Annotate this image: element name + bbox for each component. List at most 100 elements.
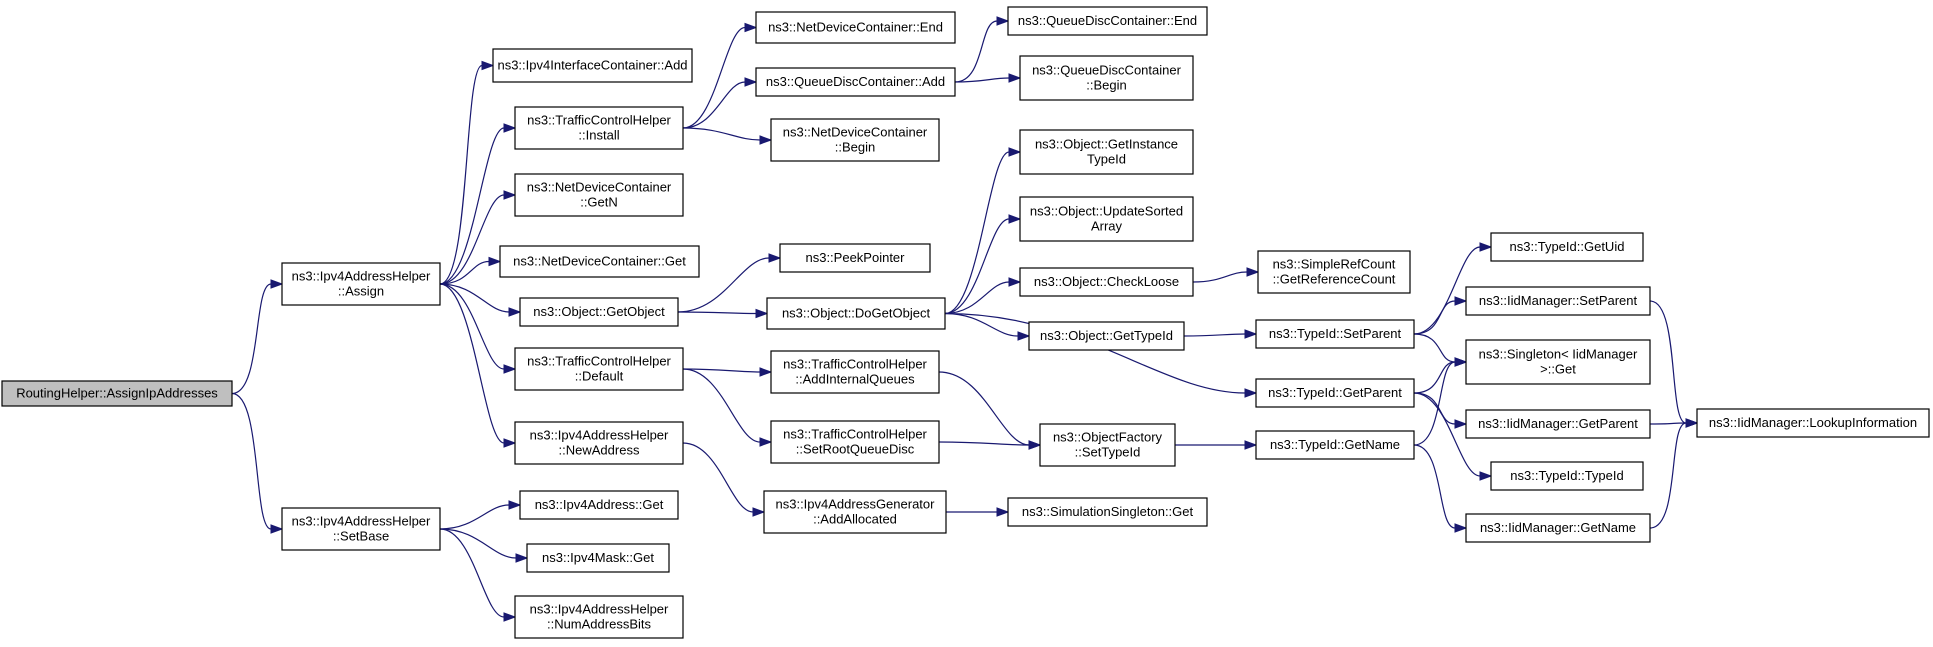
edge-qdc_add-to-qdc_begin xyxy=(954,73,1022,83)
arrowhead xyxy=(1454,523,1468,533)
edge-ipv4_assign-to-ndc_get xyxy=(439,256,502,285)
edge-obj_dogetobject-to-tid_getparent xyxy=(944,312,1258,398)
node-ipv4-setbase[interactable]: ns3::Ipv4AddressHelper::SetBase xyxy=(281,507,441,551)
node-obj-dogetobject[interactable]: ns3::Object::DoGetObject xyxy=(766,297,946,330)
edge-line xyxy=(1183,333,1246,337)
node-ipv4ic-add[interactable]: ns3::Ipv4InterfaceContainer::Add xyxy=(492,48,693,83)
node-label: ::GetN xyxy=(580,195,618,210)
node-tid-getuid[interactable]: ns3::TypeId::GetUid xyxy=(1490,232,1644,262)
node-qdc-end[interactable]: ns3::QueueDiscContainer::End xyxy=(1007,6,1208,36)
node-ipv4addr-get[interactable]: ns3::Ipv4Address::Get xyxy=(519,490,679,520)
arrowhead xyxy=(270,279,284,289)
node-box xyxy=(770,420,940,464)
node-singleton-get[interactable]: ns3::Singleton< IidManager >::Get xyxy=(1465,339,1651,385)
node-ndc-end[interactable]: ns3::NetDeviceContainer::End xyxy=(755,11,956,44)
edge-obj_dogetobject-to-obj_gettypeid xyxy=(944,312,1031,341)
node-label: ns3::IidManager::GetName xyxy=(1480,520,1636,535)
node-ipv4gen-addalloc[interactable]: ns3::Ipv4AddressGenerator::AddAllocated xyxy=(763,490,947,534)
edge-line xyxy=(439,283,505,444)
arrowhead xyxy=(481,60,495,71)
node-tid-setparent[interactable]: ns3::TypeId::SetParent xyxy=(1255,319,1415,349)
node-objfactory-settid[interactable]: ns3::ObjectFactory::SetTypeId xyxy=(1039,423,1176,467)
node-label: ns3::IidManager::SetParent xyxy=(1479,293,1638,308)
edge-line xyxy=(944,312,1246,394)
node-box xyxy=(770,118,940,162)
node-obj-checkloose[interactable]: ns3::Object::CheckLoose xyxy=(1019,267,1194,297)
node-box xyxy=(514,173,684,217)
node-label: ::NewAddress xyxy=(559,443,640,458)
node-box xyxy=(779,243,931,273)
node-root[interactable]: RoutingHelper::AssignIpAddresses xyxy=(1,380,233,407)
node-ipv4mask-get[interactable]: ns3::Ipv4Mask::Get xyxy=(526,543,670,573)
node-tid-getparent[interactable]: ns3::TypeId::GetParent xyxy=(1255,378,1415,408)
node-ipv4-assign[interactable]: ns3::Ipv4AddressHelper::Assign xyxy=(281,262,441,306)
node-iid-setparent[interactable]: ns3::IidManager::SetParent xyxy=(1465,286,1651,316)
edge-line xyxy=(439,504,510,530)
node-ipv4-newaddress[interactable]: ns3::Ipv4AddressHelper::NewAddress xyxy=(514,421,684,465)
edge-line xyxy=(954,20,998,83)
node-label: ns3::TypeId::GetUid xyxy=(1510,239,1625,254)
node-box xyxy=(1255,319,1415,349)
node-tid-typeid[interactable]: ns3::TypeId::TypeId xyxy=(1490,461,1644,491)
node-label: ::AddInternalQueues xyxy=(795,372,915,387)
node-ndc-get[interactable]: ns3::NetDeviceContainer::Get xyxy=(499,245,700,278)
node-label: ::Default xyxy=(575,369,624,384)
edge-line xyxy=(439,194,505,285)
node-qdc-begin[interactable]: ns3::QueueDiscContainer::Begin xyxy=(1019,55,1194,101)
arrowhead xyxy=(1008,214,1022,224)
edge-line xyxy=(682,368,761,443)
node-tch-install[interactable]: ns3::TrafficControlHelper::Install xyxy=(514,106,684,150)
node-tch-addinternal[interactable]: ns3::TrafficControlHelper::AddInternalQu… xyxy=(770,350,940,394)
arrowhead xyxy=(996,16,1010,26)
node-tid-getname[interactable]: ns3::TypeId::GetName xyxy=(1255,430,1415,460)
node-qdc-add[interactable]: ns3::QueueDiscContainer::Add xyxy=(755,67,956,97)
node-tch-setroot[interactable]: ns3::TrafficControlHelper::SetRootQueueD… xyxy=(770,420,940,464)
arrowhead xyxy=(515,553,529,563)
edge-obj_getobject-to-peekpointer xyxy=(677,253,782,313)
arrowhead xyxy=(488,256,502,267)
node-label: ::NumAddressBits xyxy=(547,617,652,632)
node-box xyxy=(514,347,684,391)
edge-line xyxy=(439,528,517,559)
edge-line xyxy=(1413,444,1456,529)
node-label: ::SetRootQueueDisc xyxy=(796,442,915,457)
edge-line xyxy=(1649,422,1687,529)
edge-line xyxy=(944,218,1010,315)
node-obj-gettypeid[interactable]: ns3::Object::GetTypeId xyxy=(1028,321,1185,351)
edge-line xyxy=(1413,300,1456,335)
node-box xyxy=(1465,286,1651,316)
node-iid-getparent[interactable]: ns3::IidManager::GetParent xyxy=(1465,409,1651,439)
edge-ipv4_assign-to-ipv4_newaddress xyxy=(439,283,517,448)
node-simsingleton-get[interactable]: ns3::SimulationSingleton::Get xyxy=(1007,497,1208,527)
node-tch-default[interactable]: ns3::TrafficControlHelper::Default xyxy=(514,347,684,391)
node-label: ns3::Ipv4Address::Get xyxy=(535,497,664,512)
node-iid-lookup[interactable]: ns3::IidManager::LookupInformation xyxy=(1696,408,1930,438)
node-box xyxy=(1255,430,1415,460)
edge-line xyxy=(439,283,510,313)
node-label: Array xyxy=(1091,219,1123,234)
node-ipv4-numaddrbits[interactable]: ns3::Ipv4AddressHelper::NumAddressBits xyxy=(514,595,684,639)
node-iid-getname[interactable]: ns3::IidManager::GetName xyxy=(1465,513,1651,543)
node-ndc-getn[interactable]: ns3::NetDeviceContainer::GetN xyxy=(514,173,684,217)
edge-line xyxy=(677,257,770,313)
edge-line xyxy=(1192,271,1248,283)
node-label: ns3::Ipv4AddressHelper xyxy=(530,602,669,617)
edge-qdc_add-to-qdc_end xyxy=(954,16,1010,83)
node-obj-getobject[interactable]: ns3::Object::GetObject xyxy=(519,297,679,327)
arrowhead xyxy=(1028,440,1042,450)
node-simplerefcount[interactable]: ns3::SimpleRefCount::GetReferenceCount xyxy=(1257,250,1411,294)
edge-obj_dogetobject-to-obj_checkloose xyxy=(944,277,1022,315)
node-box xyxy=(1019,129,1194,175)
arrowhead xyxy=(1479,242,1493,252)
edge-ipv4_assign-to-ndc_getn xyxy=(439,190,517,285)
node-label: ns3::Object::UpdateSorted xyxy=(1030,204,1183,219)
node-label: ns3::ObjectFactory xyxy=(1053,430,1163,445)
node-label: ns3::Ipv4AddressGenerator xyxy=(776,497,936,512)
node-label: ns3::Ipv4Mask::Get xyxy=(542,550,654,565)
node-peekpointer[interactable]: ns3::PeekPointer xyxy=(779,243,931,273)
node-ndc-begin[interactable]: ns3::NetDeviceContainer::Begin xyxy=(770,118,940,162)
node-box xyxy=(1490,461,1644,491)
